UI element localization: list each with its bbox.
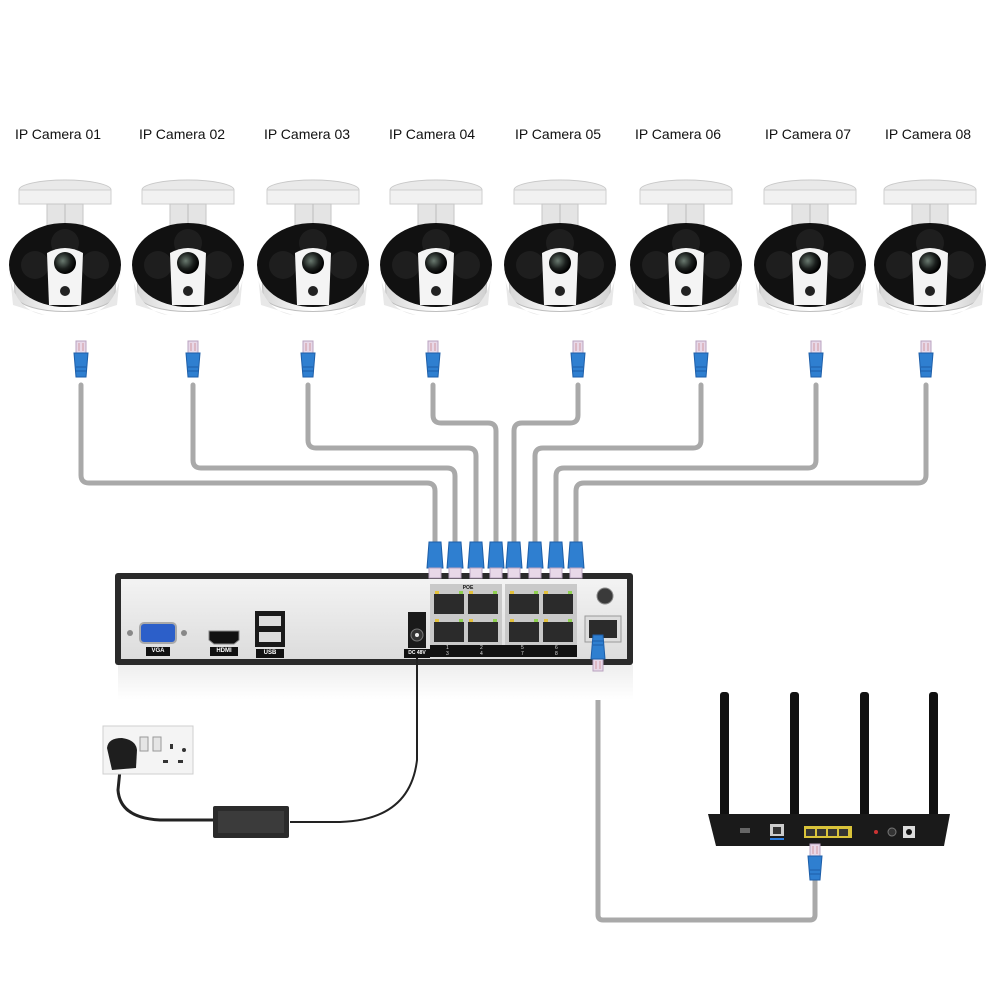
hdmi-port bbox=[208, 630, 240, 645]
power-adapter bbox=[213, 806, 289, 838]
camera-04 bbox=[379, 179, 493, 316]
camera-label-06: IP Camera 06 bbox=[634, 126, 722, 142]
poe-ports bbox=[430, 584, 577, 657]
camera-03 bbox=[256, 179, 370, 316]
usb-ports bbox=[255, 611, 285, 647]
camera-01 bbox=[8, 179, 122, 316]
camera-07 bbox=[753, 179, 867, 316]
cable-camera-02 bbox=[190, 382, 458, 548]
cable-camera-06 bbox=[532, 382, 704, 548]
cable-camera-05 bbox=[511, 382, 581, 548]
port-number-8: 8 bbox=[555, 651, 558, 657]
camera-label-07: IP Camera 07 bbox=[764, 126, 852, 142]
router-antenna-1 bbox=[720, 692, 729, 820]
cable-camera-07 bbox=[553, 382, 819, 548]
vga-label: VGA bbox=[146, 647, 170, 656]
port-number-7: 7 bbox=[521, 651, 524, 657]
dc-power-port bbox=[408, 612, 426, 648]
usb-label: USB bbox=[256, 649, 284, 658]
vga-port bbox=[127, 622, 187, 644]
router-lan-ports bbox=[804, 826, 852, 838]
wall-outlet bbox=[102, 725, 194, 775]
cable-camera-03 bbox=[305, 382, 479, 548]
nvr-recorder bbox=[115, 573, 633, 665]
port-number-2: 2 bbox=[480, 645, 483, 651]
lan-port bbox=[584, 615, 622, 643]
dc-label: DC 48V bbox=[404, 649, 430, 658]
ground-screw-icon bbox=[596, 587, 614, 605]
camera-05 bbox=[503, 179, 617, 316]
poe-label: POE bbox=[462, 585, 474, 591]
hdmi-label: HDMI bbox=[210, 647, 238, 656]
camera-06 bbox=[629, 179, 743, 316]
port-number-5: 5 bbox=[521, 645, 524, 651]
port-number-6: 6 bbox=[555, 645, 558, 651]
camera-label-04: IP Camera 04 bbox=[388, 126, 476, 142]
cable-nvr-to-router bbox=[595, 677, 818, 923]
router-antenna-4 bbox=[929, 692, 938, 820]
camera-02 bbox=[131, 179, 245, 316]
power-plug bbox=[107, 738, 137, 770]
wifi-router bbox=[708, 692, 950, 846]
port-number-3: 3 bbox=[446, 651, 449, 657]
dc-power-cable bbox=[290, 650, 418, 823]
camera-08 bbox=[873, 179, 987, 316]
cable-camera-01 bbox=[78, 382, 438, 548]
port-number-4: 4 bbox=[480, 651, 483, 657]
cable-camera-04 bbox=[430, 382, 499, 548]
cable-camera-08 bbox=[573, 382, 929, 548]
camera-label-08: IP Camera 08 bbox=[884, 126, 972, 142]
port-number-1: 1 bbox=[446, 645, 449, 651]
camera-label-01: IP Camera 01 bbox=[14, 126, 102, 142]
camera-label-03: IP Camera 03 bbox=[263, 126, 351, 142]
camera-label-05: IP Camera 05 bbox=[514, 126, 602, 142]
router-antenna-2 bbox=[790, 692, 799, 820]
router-antenna-3 bbox=[860, 692, 869, 820]
camera-label-02: IP Camera 02 bbox=[138, 126, 226, 142]
